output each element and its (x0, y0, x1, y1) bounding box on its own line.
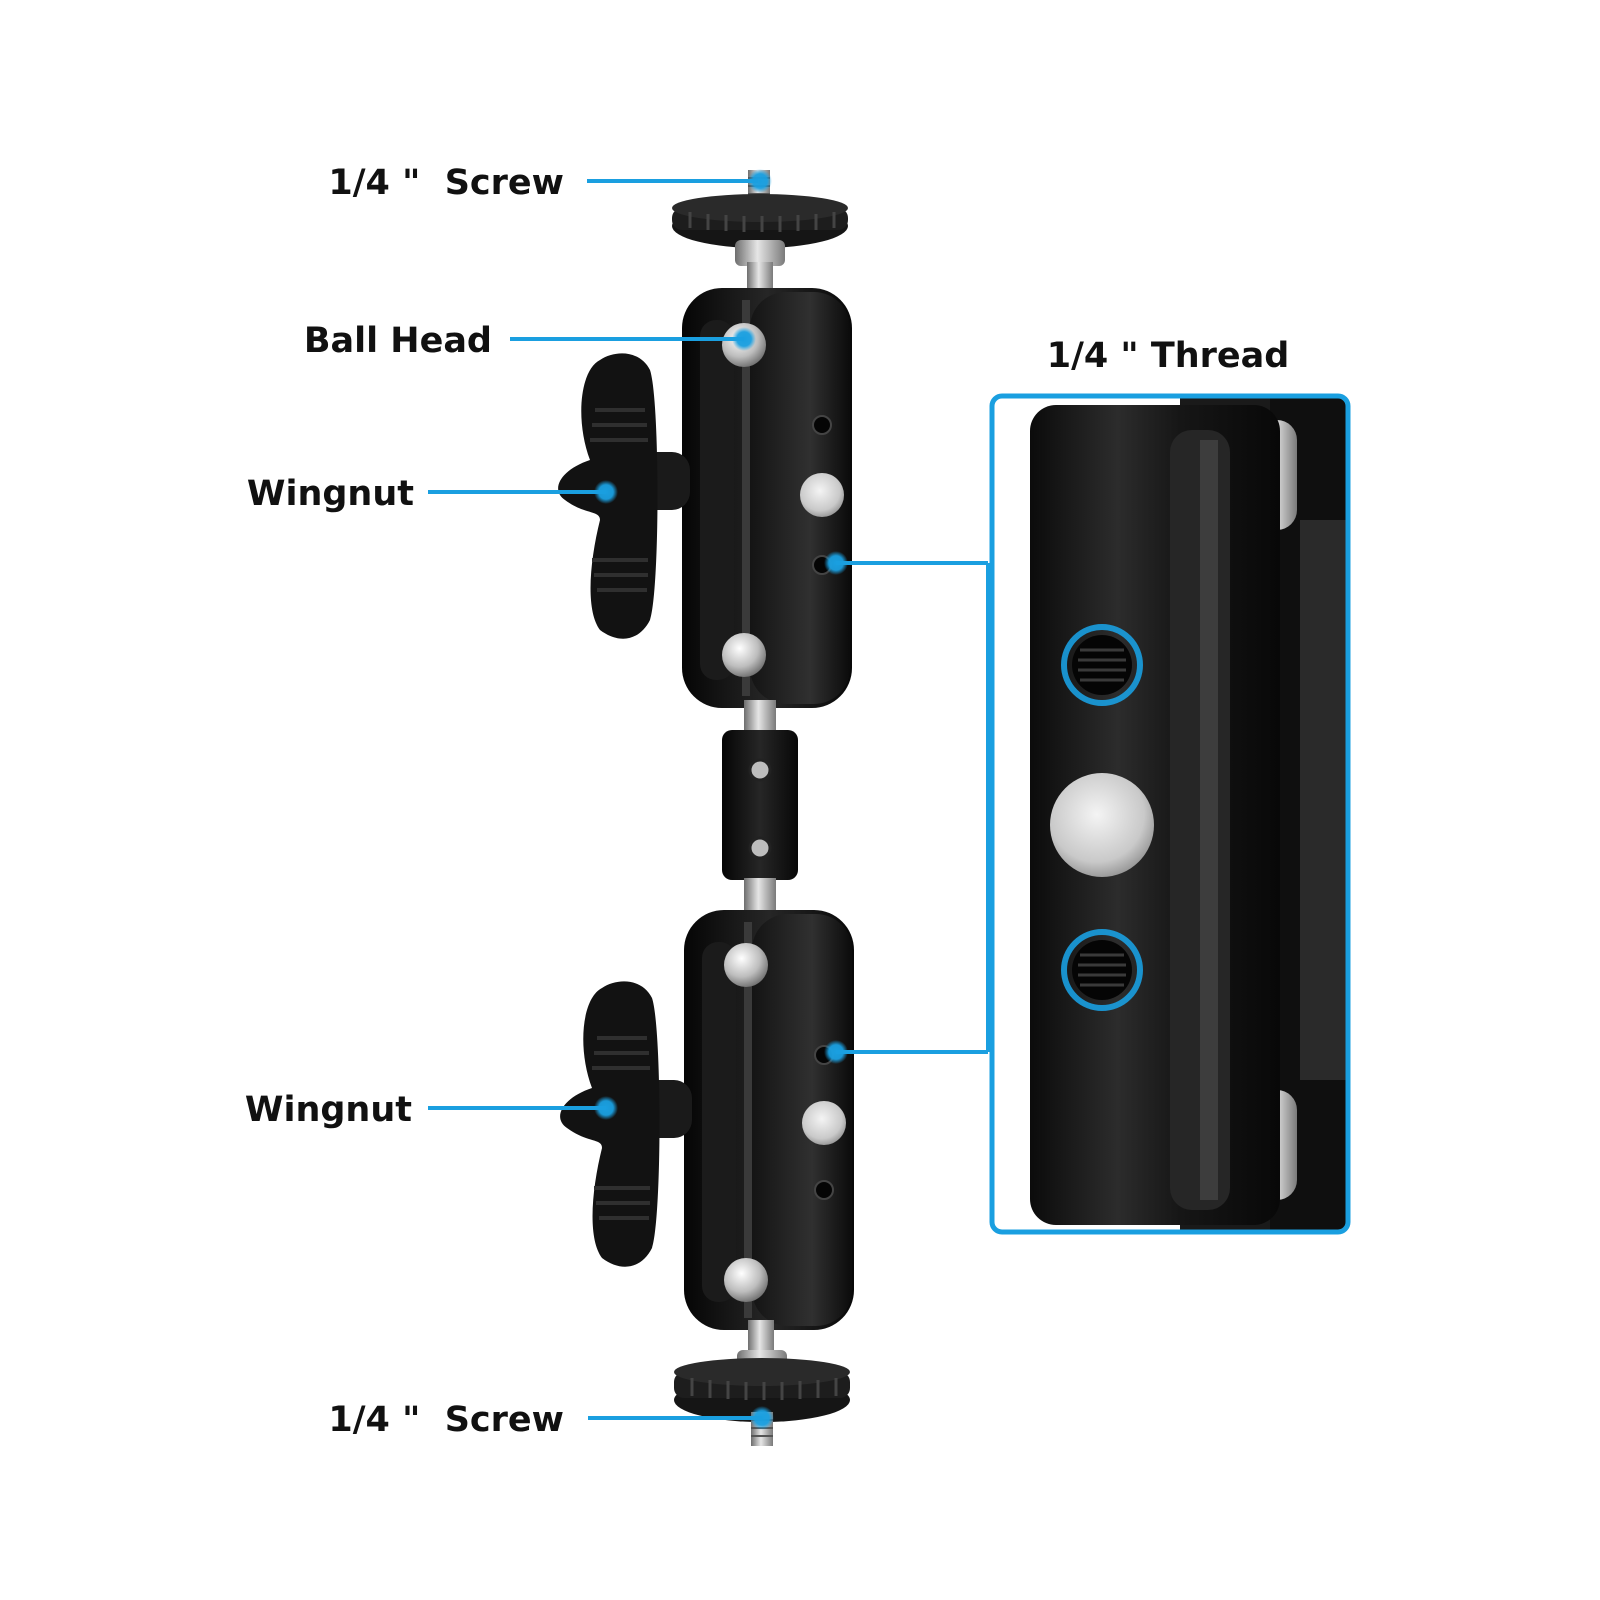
dot-ball-head (732, 327, 756, 351)
label-bottom-screw: 1/4 " Screw (328, 1400, 564, 1440)
label-thread: 1/4 " Thread (1047, 336, 1290, 376)
dot-wingnut-bottom (594, 1096, 618, 1120)
label-wingnut-bottom: Wingnut (245, 1090, 412, 1130)
dot-thread-lower (824, 1040, 848, 1064)
dot-top-screw (748, 169, 772, 193)
callouts (428, 179, 990, 1420)
thread-inset (989, 393, 1351, 1235)
label-top-screw: 1/4 " Screw (328, 163, 564, 203)
label-wingnut-top: Wingnut (247, 474, 414, 514)
dot-bottom-screw (750, 1406, 774, 1430)
lower-wingnut (560, 981, 692, 1267)
upper-arm-clamp (682, 288, 852, 708)
lower-ball-head (724, 943, 768, 987)
thread-hole-upper (1061, 624, 1143, 706)
upper-wingnut (558, 353, 690, 639)
center-coupler (722, 700, 798, 918)
bottom-knob (674, 1320, 850, 1422)
top-knob (672, 194, 848, 248)
dot-wingnut-top (594, 480, 618, 504)
dot-thread-upper (824, 551, 848, 575)
inset-frame (989, 393, 1351, 1235)
silver-disc (1050, 773, 1154, 877)
callout-dots (594, 169, 848, 1430)
lower-arm-clamp (684, 910, 854, 1330)
label-ball-head: Ball Head (304, 321, 492, 361)
thread-hole-lower (1061, 929, 1143, 1011)
